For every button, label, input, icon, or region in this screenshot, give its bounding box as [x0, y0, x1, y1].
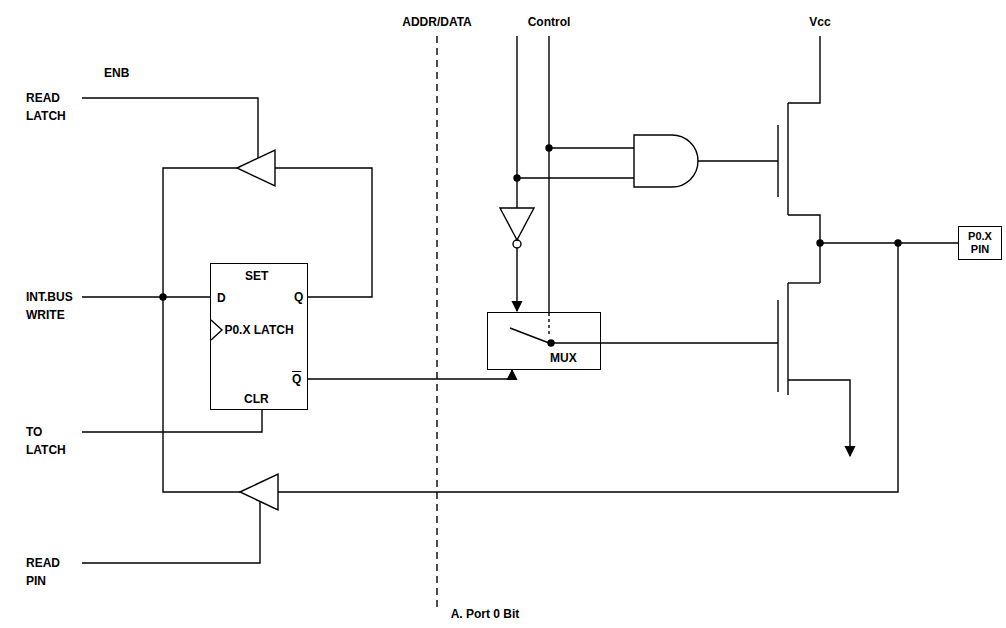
read-latch-wire: [82, 98, 258, 158]
pin-wire: [820, 242, 960, 243]
and-output-wire: [698, 160, 778, 161]
control-wire: [548, 36, 549, 312]
signal-label: Control: [499, 13, 599, 31]
read-pin-buffer: [240, 474, 278, 510]
pin-label: P0.X PIN: [961, 230, 999, 256]
terminal-label: CLR: [244, 392, 269, 406]
fet-drain-wire: [788, 282, 820, 283]
terminal-label: D: [217, 291, 226, 305]
junction-dot: [817, 240, 823, 246]
fet-channel: [787, 103, 788, 215]
mux-select-line: [548, 313, 549, 334]
mux-switch: [510, 328, 549, 343]
fet-gate: [777, 300, 778, 392]
and-gate: [634, 135, 698, 187]
inverter-bubble: [513, 240, 521, 248]
junction-dot: [546, 145, 552, 151]
signal-connector: [308, 370, 512, 379]
junction-dot: [514, 175, 520, 181]
int-bus-wire: [82, 296, 210, 297]
q-feedback-wire: [275, 168, 372, 297]
fet-channel: [787, 283, 788, 395]
read-pin-wire: [82, 501, 260, 563]
signal-label: ADDR/DATA: [387, 13, 487, 31]
ground-wire: [788, 380, 850, 456]
terminal-label: Q: [292, 372, 301, 386]
junction-dot: [160, 294, 166, 300]
junction-dot: [895, 240, 901, 246]
signal-label: INT.BUS WRITE: [26, 288, 80, 324]
to-latch-wire: [82, 410, 262, 432]
control-wire: [516, 36, 517, 208]
read-latch-buffer: [237, 150, 275, 186]
pin-feedback-wire: [278, 243, 898, 492]
pin-box: P0.X PIN: [958, 226, 1002, 260]
clock-symbol: [211, 320, 222, 340]
inverter-wire: [516, 248, 517, 311]
and-input-wire: [549, 147, 634, 148]
divider-line: [436, 36, 437, 612]
mux-box: MUX: [487, 312, 601, 370]
and-input-wire: [517, 177, 634, 178]
signal-label: Vcc: [790, 13, 850, 31]
signal-label: ENB: [104, 64, 154, 82]
latch-box: SET D Q P0.X LATCH Q CLR: [210, 263, 308, 410]
inverter-symbol: [500, 208, 534, 240]
signal-label: TO LATCH: [26, 423, 78, 459]
fet-source-wire: [788, 215, 820, 283]
terminal-label: SET: [245, 269, 268, 283]
vcc-wire: [788, 36, 820, 103]
terminal-label: P0.X LATCH: [221, 322, 297, 338]
mux-output-wire: [551, 342, 778, 343]
signal-label: READ PIN: [26, 554, 78, 590]
terminal-label: MUX: [550, 351, 577, 365]
fet-gate: [777, 125, 778, 197]
signal-label: READ LATCH: [26, 89, 78, 125]
terminal-label: Q: [294, 290, 303, 304]
figure-caption: A. Port 0 Bit: [385, 605, 585, 623]
